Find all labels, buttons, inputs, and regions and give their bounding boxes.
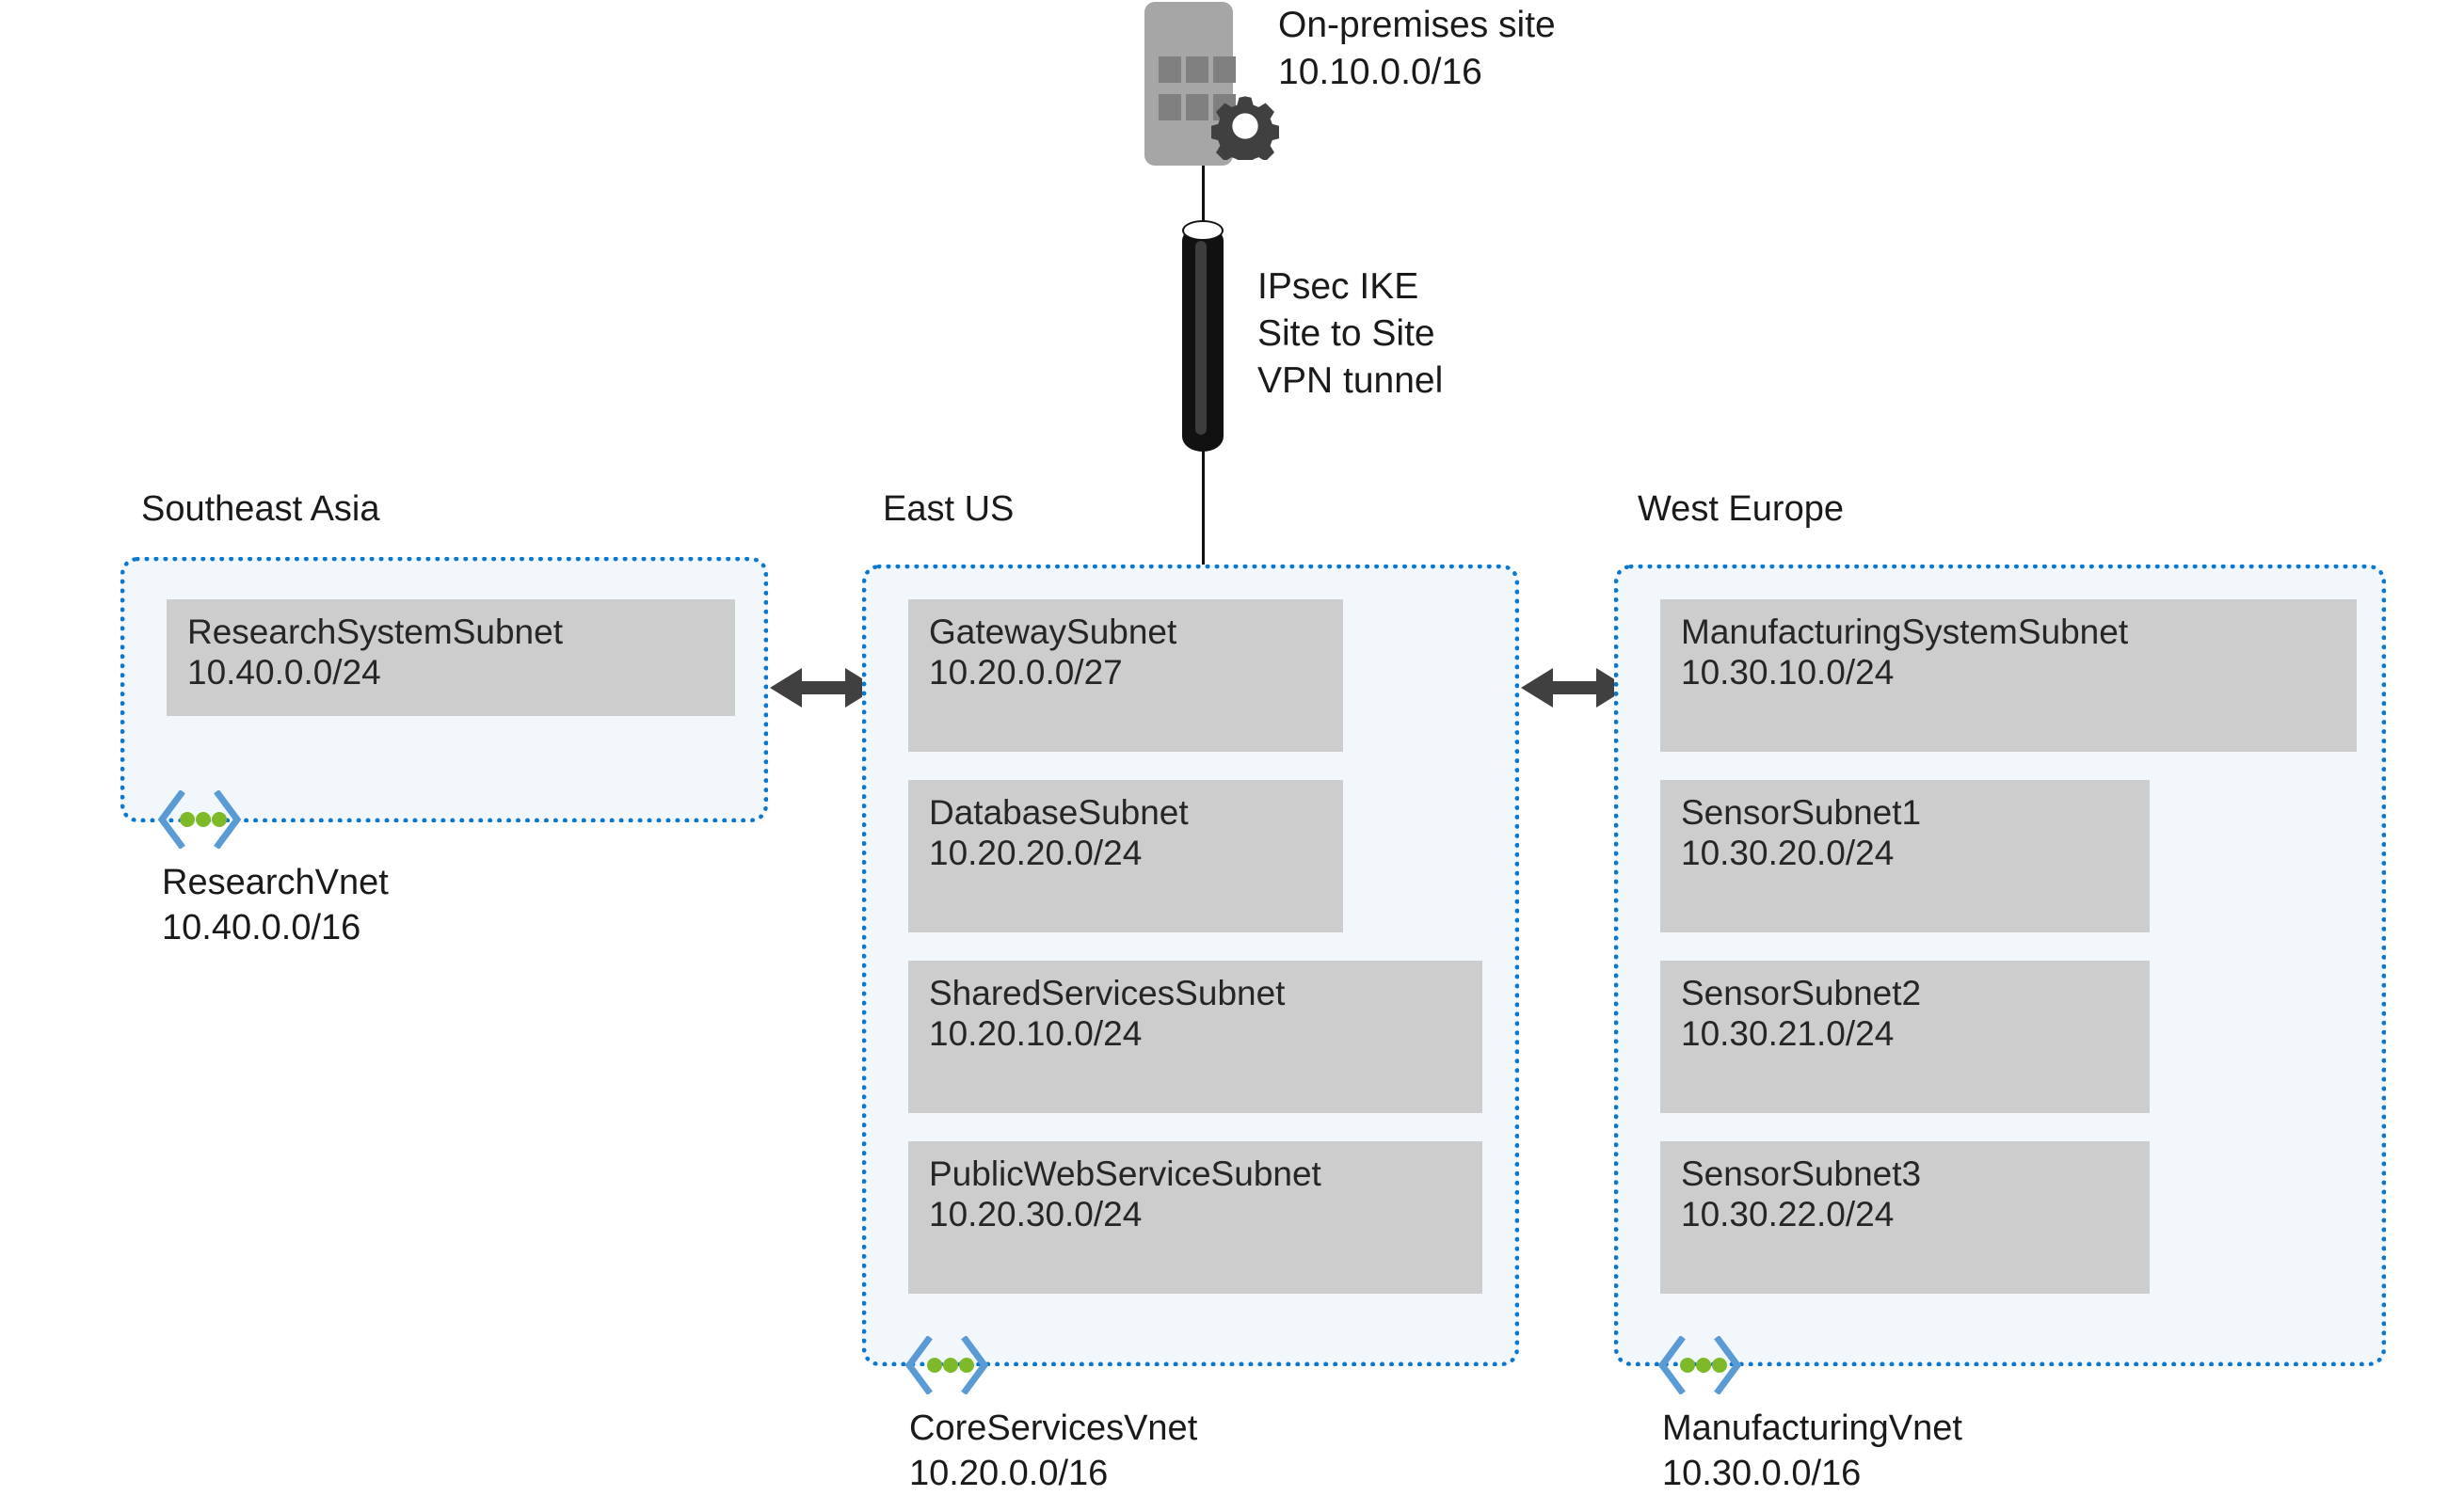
subnet-cidr: 10.30.20.0/24	[1681, 833, 1895, 872]
vnet-caption-coreservices: CoreServicesVnet 10.20.0.0/16	[909, 1408, 1198, 1493]
subnet-box[interactable]: PublicWebServiceSubnet 10.20.30.0/24	[908, 1141, 1482, 1294]
vnet-container-manufacturing: ManufacturingSystemSubnet 10.30.10.0/24 …	[1614, 565, 2386, 1366]
subnet-box[interactable]: SensorSubnet3 10.30.22.0/24	[1660, 1141, 2150, 1294]
subnet-box[interactable]: GatewaySubnet 10.20.0.0/27	[908, 599, 1343, 752]
tunnel-connector-line-top	[1202, 166, 1205, 243]
vnet-caption-manufacturing: ManufacturingVnet 10.30.0.0/16	[1662, 1408, 1962, 1493]
vnet-icon	[157, 790, 242, 849]
subnet-name: SharedServicesSubnet	[929, 974, 1286, 1012]
vnet-icon	[904, 1336, 989, 1394]
tunnel-connector-line-bottom	[1202, 435, 1205, 566]
subnet-box[interactable]: DatabaseSubnet 10.20.20.0/24	[908, 780, 1343, 932]
vnet-container-research: ResearchSystemSubnet 10.40.0.0/24	[120, 557, 768, 822]
vpn-tunnel-icon	[1182, 226, 1224, 452]
peering-arrow-east-us-west-europe[interactable]	[1521, 659, 1628, 717]
subnet-cidr: 10.20.10.0/24	[929, 1013, 1143, 1053]
region-label-southeast-asia: Southeast Asia	[141, 489, 380, 529]
subnet-cidr: 10.20.30.0/24	[929, 1194, 1143, 1233]
subnet-cidr: 10.40.0.0/24	[187, 652, 381, 692]
peering-arrow-southeast-asia-east-us[interactable]	[770, 659, 877, 717]
onpremises-label: On-premises site 10.10.0.0/16	[1278, 5, 1556, 92]
subnet-name: SensorSubnet3	[1681, 1154, 1922, 1193]
subnet-cidr: 10.30.22.0/24	[1681, 1194, 1895, 1233]
region-label-west-europe: West Europe	[1638, 489, 1844, 529]
subnet-box[interactable]: SharedServicesSubnet 10.20.10.0/24	[908, 961, 1482, 1113]
subnet-cidr: 10.30.10.0/24	[1681, 652, 1895, 692]
vpn-tunnel-opening-icon	[1182, 220, 1224, 241]
subnet-box[interactable]: ResearchSystemSubnet 10.40.0.0/24	[167, 599, 735, 716]
subnet-name: DatabaseSubnet	[929, 793, 1189, 832]
subnet-name: SensorSubnet2	[1681, 974, 1922, 1012]
gear-icon	[1211, 96, 1279, 160]
subnet-name: SensorSubnet1	[1681, 793, 1922, 832]
vpn-tunnel-label: IPsec IKE Site to Site VPN tunnel	[1257, 266, 1444, 401]
subnet-cidr: 10.20.20.0/24	[929, 833, 1143, 872]
subnet-name: GatewaySubnet	[929, 613, 1177, 651]
onpremises-building-icon	[1144, 2, 1236, 166]
subnet-cidr: 10.30.21.0/24	[1681, 1013, 1895, 1053]
subnet-cidr: 10.20.0.0/27	[929, 652, 1123, 692]
subnet-box[interactable]: SensorSubnet1 10.30.20.0/24	[1660, 780, 2150, 932]
subnet-box[interactable]: SensorSubnet2 10.30.21.0/24	[1660, 961, 2150, 1113]
vnet-container-coreservices: GatewaySubnet 10.20.0.0/27 DatabaseSubne…	[862, 565, 1519, 1366]
vnet-icon	[1657, 1336, 1742, 1394]
vnet-caption-research: ResearchVnet 10.40.0.0/16	[162, 863, 389, 947]
subnet-box[interactable]: ManufacturingSystemSubnet 10.30.10.0/24	[1660, 599, 2357, 752]
region-label-east-us: East US	[883, 489, 1015, 529]
subnet-name: PublicWebServiceSubnet	[929, 1154, 1321, 1193]
subnet-name: ResearchSystemSubnet	[187, 613, 563, 651]
subnet-name: ManufacturingSystemSubnet	[1681, 613, 2129, 651]
